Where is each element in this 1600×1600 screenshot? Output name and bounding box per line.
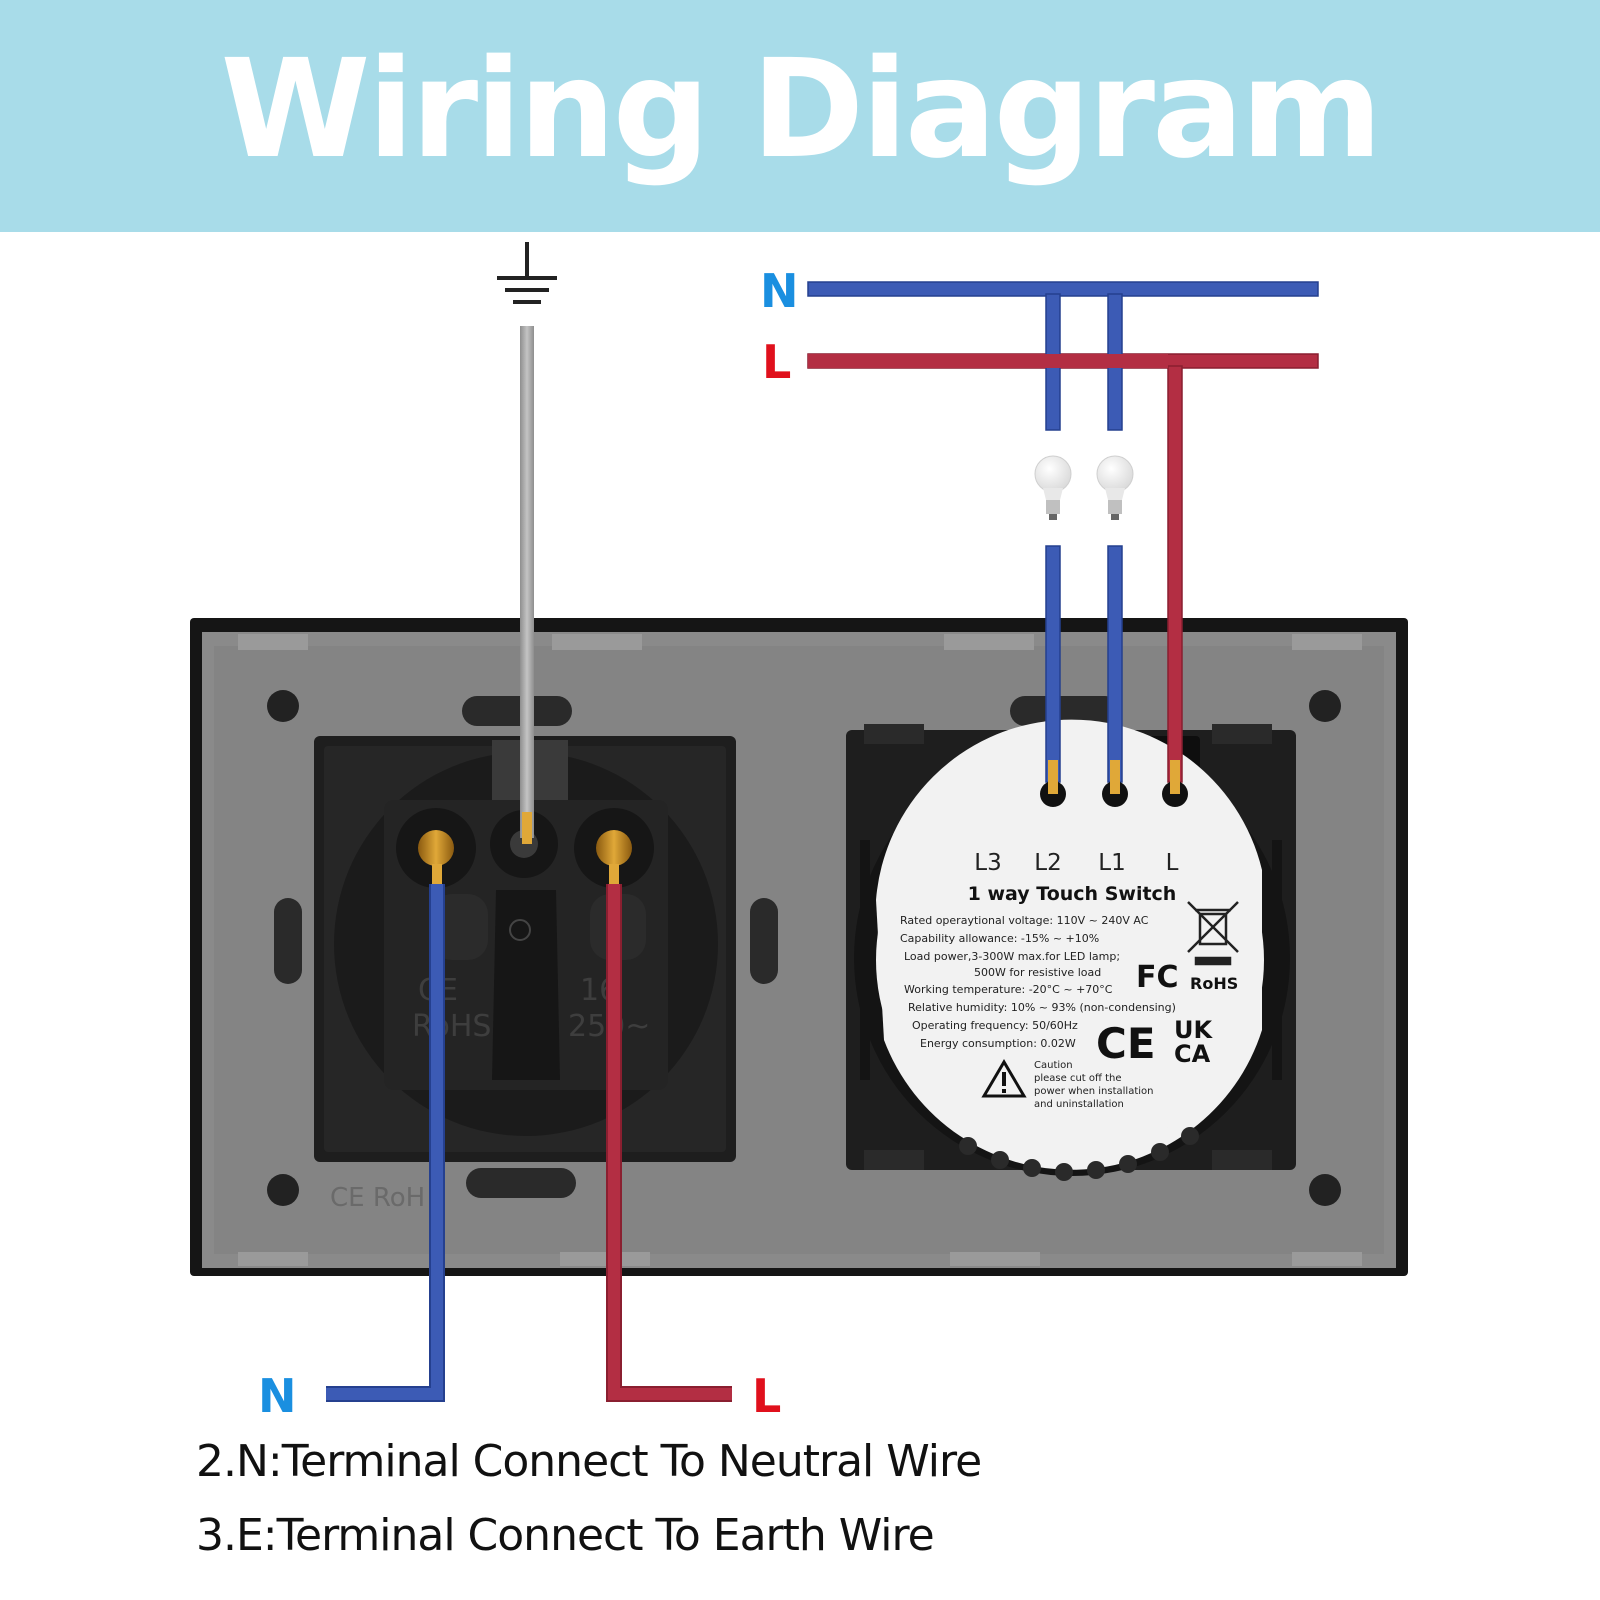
switch-name: 1 way Touch Switch bbox=[968, 883, 1177, 905]
caution-line: power when installation bbox=[1034, 1086, 1154, 1097]
screw-hole bbox=[267, 1174, 299, 1206]
screw-hole bbox=[1309, 1174, 1341, 1206]
terminal-label-l1: L1 bbox=[1098, 850, 1125, 876]
spec-line: Capability allowance: -15% ~ +10% bbox=[900, 932, 1099, 945]
switch-specs: Rated operaytional voltage: 110V ~ 240V … bbox=[900, 914, 1176, 1050]
note-earth: 3.E:Terminal Connect To Earth Wire bbox=[196, 1510, 935, 1561]
terminal-screw-n bbox=[418, 830, 454, 866]
terminal-label-l3: L3 bbox=[974, 850, 1001, 876]
ukca-mark-bottom: CA bbox=[1174, 1040, 1211, 1068]
light-bulb-icon bbox=[1034, 455, 1072, 520]
terminal-label-l2: L2 bbox=[1034, 850, 1061, 876]
supply-live-label: L bbox=[762, 335, 791, 389]
spec-line: Relative humidity: 10% ~ 93% (non-conden… bbox=[908, 1001, 1176, 1014]
spec-line: Energy consumption: 0.02W bbox=[920, 1037, 1076, 1050]
drop-wire-l bbox=[1167, 365, 1183, 783]
note-neutral: 2.N:Terminal Connect To Neutral Wire bbox=[196, 1436, 982, 1487]
spec-line: Working temperature: -20°C ~ +70°C bbox=[904, 983, 1113, 996]
caution-line: and uninstallation bbox=[1034, 1099, 1124, 1110]
light-bulb-icon bbox=[1096, 455, 1134, 520]
caution-line: please cut off the bbox=[1034, 1073, 1121, 1084]
supply-neutral-label: N bbox=[760, 264, 799, 318]
screw-hole bbox=[267, 690, 299, 722]
switch-module bbox=[846, 719, 1296, 1176]
spec-line: 500W for resistive load bbox=[974, 966, 1101, 979]
switch-rim-teeth bbox=[959, 1127, 1199, 1181]
weee-bin-icon bbox=[1187, 901, 1239, 966]
socket-neutral-wire bbox=[326, 884, 443, 1400]
switch-terminal-labels: L3 L2 L1 L bbox=[974, 850, 1178, 876]
drop-wire-l2 bbox=[1045, 545, 1061, 783]
socket-live-label: L bbox=[752, 1369, 781, 1423]
socket-live-wire bbox=[608, 884, 732, 1400]
socket-neutral-label: N bbox=[258, 1369, 297, 1423]
ce-mark: CE bbox=[1096, 1019, 1156, 1068]
warning-icon bbox=[981, 1059, 1027, 1098]
terminal-label-l: L bbox=[1166, 850, 1179, 876]
rohs-mark: RoHS bbox=[1190, 974, 1238, 993]
page-title: Wiring Diagram bbox=[220, 31, 1382, 189]
spec-line: Operating frequency: 50/60Hz bbox=[912, 1019, 1078, 1032]
supply-live-wire-overlap bbox=[808, 354, 1168, 368]
caution-text: Caution please cut off the power when in… bbox=[1034, 1060, 1154, 1110]
supply-neutral-wire bbox=[807, 281, 1319, 297]
ukca-mark-top: UK bbox=[1174, 1016, 1213, 1044]
screw-hole bbox=[1309, 690, 1341, 722]
spec-line: Load power,3-300W max.for LED lamp; bbox=[904, 950, 1120, 963]
spec-line: Rated operaytional voltage: 110V ~ 240V … bbox=[900, 914, 1149, 927]
caution-line: Caution bbox=[1034, 1060, 1073, 1071]
socket-mark-rohs: RoHS bbox=[412, 1009, 491, 1044]
earth-wire-tip bbox=[522, 812, 532, 844]
fc-mark: FC bbox=[1136, 960, 1179, 995]
frame-marking: CE RoH bbox=[330, 1183, 425, 1213]
title-banner: Wiring Diagram bbox=[0, 0, 1600, 232]
earth-wire bbox=[520, 326, 534, 838]
terminal-screw-l bbox=[596, 830, 632, 866]
ground-symbol-icon bbox=[497, 242, 557, 304]
drop-wire-l1 bbox=[1107, 545, 1123, 783]
